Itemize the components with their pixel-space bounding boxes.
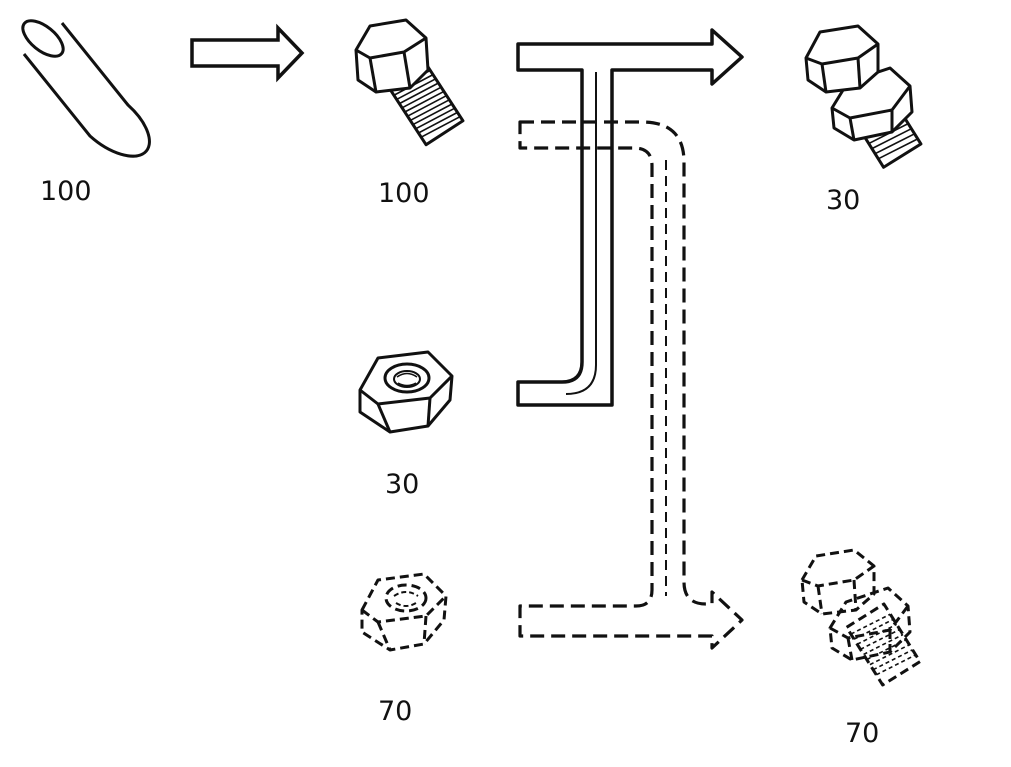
assembly-quantity: 30 [826,185,861,216]
dashed-bolt-nut-assembly-icon [800,548,922,687]
solid-flow-channel [516,28,744,407]
dashed-nut-icon [360,572,448,652]
dashed-flow-channel [518,120,744,650]
rod-icon [21,19,151,158]
bolt-nut-assembly-icon [804,24,923,169]
bolt-quantity: 100 [378,178,430,209]
nut-quantity: 30 [385,469,420,500]
rod-quantity: 100 [40,176,92,207]
dashed-nut-quantity: 70 [378,696,413,727]
process-arrow [190,23,305,83]
dashed-assembly-quantity: 70 [845,718,880,749]
bolt-icon [354,18,465,147]
nut-icon [358,350,454,434]
